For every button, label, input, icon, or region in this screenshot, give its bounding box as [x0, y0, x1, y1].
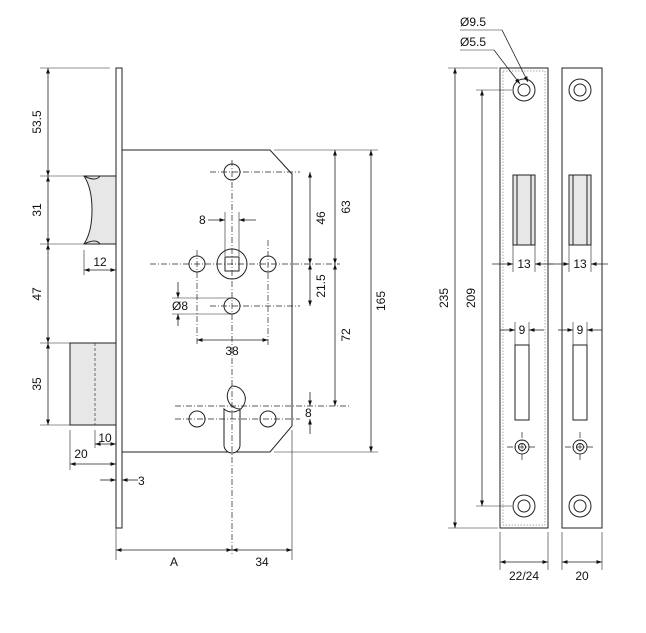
dead-bolt: [69, 342, 117, 426]
forend-plates-view: Ø9.5 Ø5.5 235 209 13 13 9 9: [437, 15, 608, 583]
dim-53-5: 53.5: [30, 110, 44, 134]
lock-case: [121, 149, 293, 453]
dim-9-plate2: 9: [577, 323, 584, 337]
euro-cylinder-cutout: [223, 385, 246, 454]
dim-13-plate1: 13: [517, 257, 531, 271]
dim-38: 38: [225, 344, 239, 358]
latch-opening-1: [512, 174, 536, 246]
latch-bolt-edge: [83, 175, 101, 245]
dim-phi9-5: Ø9.5: [460, 15, 486, 29]
dim-13-plate2: 13: [573, 257, 587, 271]
latch-bolt: [83, 175, 117, 245]
lock-body-view: 53.5 31 47 35 12 10 20 3 8 Ø8 38 46: [30, 67, 388, 569]
dim-8-spindle: 8: [199, 213, 206, 227]
dim-22-24: 22/24: [509, 569, 539, 583]
dim-46: 46: [314, 211, 328, 225]
forend-plate-20: [561, 67, 603, 529]
dim-34: 34: [255, 555, 269, 569]
dim-47: 47: [30, 287, 44, 301]
dim-72: 72: [339, 328, 353, 342]
forend-plate: [115, 67, 123, 529]
dim-35: 35: [30, 377, 44, 391]
dim-31: 31: [30, 203, 44, 217]
dim-20-bolt: 20: [74, 447, 88, 461]
latch-opening-2: [568, 174, 592, 246]
dim-20-plate: 20: [575, 569, 589, 583]
dim-165: 165: [374, 291, 388, 311]
dim-8-cylinder: 8: [305, 406, 312, 420]
bolt-opening-1: [514, 344, 530, 421]
bolt-opening-2: [572, 344, 588, 421]
dim-235: 235: [437, 288, 451, 308]
dim-209: 209: [464, 288, 478, 308]
dim-12: 12: [93, 255, 107, 269]
dim-phi5-5: Ø5.5: [460, 35, 486, 49]
dim-63: 63: [339, 200, 353, 214]
dim-A-backset: A: [170, 555, 178, 569]
dim-3: 3: [138, 474, 145, 488]
dim-9-plate1: 9: [519, 323, 526, 337]
dim-10: 10: [98, 431, 112, 445]
forend-plate-22-24: [499, 67, 549, 529]
dim-21-5: 21.5: [314, 274, 328, 298]
dim-phi8: Ø8: [172, 299, 188, 313]
